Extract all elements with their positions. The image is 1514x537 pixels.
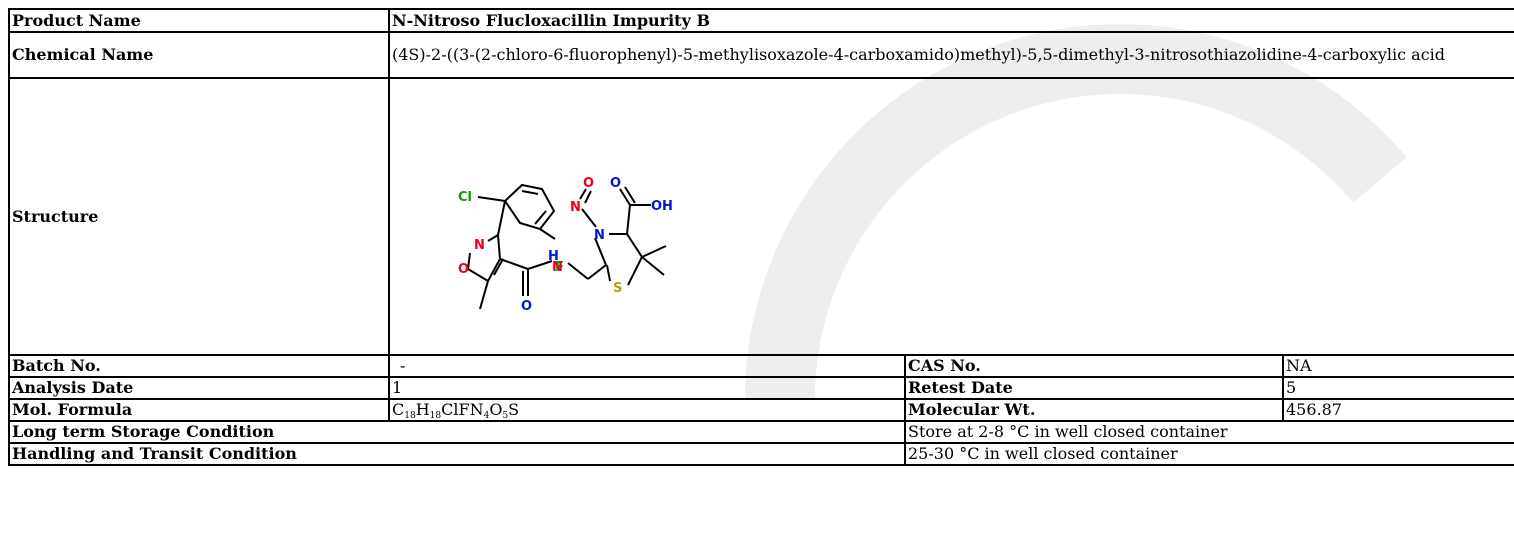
atom-oh: OH [651,199,673,214]
mol-formula-label: Mol. Formula [8,398,390,422]
formula-h-count: 18 [429,411,442,421]
coa-table: Product Name N-Nitroso Flucloxacillin Im… [8,8,1514,466]
molecular-wt-label: Molecular Wt. [904,398,1284,422]
row-chemical-name: Chemical Name (4S)-2-((3-(2-chloro-6-flu… [8,31,1514,79]
atom-o-acid: O [610,176,621,191]
formula-o: O [489,400,503,419]
row-batch-cas: Batch No. - CAS No. NA [8,354,1514,378]
chemical-name-value: (4S)-2-((3-(2-chloro-6-fluorophenyl)-5-m… [387,31,1514,79]
storage-label: Long term Storage Condition [8,420,906,444]
atom-o-amide: O [521,299,532,314]
molecular-wt-value: 456.87 [1281,398,1514,422]
retest-date-value: 5 [1281,376,1514,400]
row-handling: Handling and Transit Condition 25-30 °C … [8,442,1514,466]
formula-n-count: 4 [483,411,490,421]
cas-no-label: CAS No. [904,354,1284,378]
row-structure: Structure [8,77,1514,356]
structure-image: Cl F N O H N O O N N S O OH [458,176,673,314]
handling-label: Handling and Transit Condition [8,442,906,466]
atom-cl: Cl [458,190,472,205]
structure-label: Structure [8,77,390,356]
formula-c: C [392,400,405,419]
row-product-name: Product Name N-Nitroso Flucloxacillin Im… [8,8,1514,33]
row-storage: Long term Storage Condition Store at 2-8… [8,420,1514,444]
mol-formula-value: C18H18ClFN4O5S [388,398,906,422]
atom-n-nitroso: N [570,200,581,215]
formula-h: H [415,400,430,419]
product-name-label: Product Name [8,8,390,33]
formula-clfn: ClFN [441,400,484,419]
storage-value: Store at 2-8 °C in well closed container [903,420,1514,444]
atom-n-ring: N [594,228,605,243]
formula-s: S [508,400,520,419]
formula-c-count: 18 [404,411,416,421]
product-name-value: N-Nitroso Flucloxacillin Impurity B [387,8,1514,33]
batch-no-label: Batch No. [8,354,390,378]
atom-s: S [613,281,622,296]
atom-o-nitroso: O [583,176,594,191]
atom-f: F [555,260,564,275]
formula-o-count: 5 [502,411,509,421]
atom-h-amide: H [548,249,559,264]
row-dates: Analysis Date 1 Retest Date 5 [8,376,1514,400]
cas-no-value: NA [1281,354,1514,378]
row-formula-weight: Mol. Formula C18H18ClFN4O5S Molecular Wt… [8,398,1514,422]
batch-no-value: - [388,354,906,378]
analysis-date-value: 1 [388,376,906,400]
structure-cell: Cl F N O H N O O N N S O OH [387,77,1514,356]
atom-n-isoxazole: N [474,238,485,253]
chemical-name-label: Chemical Name [8,31,390,79]
atom-n-amide: N [552,260,563,275]
atom-o-isoxazole: O [458,262,469,277]
analysis-date-label: Analysis Date [8,376,390,400]
retest-date-label: Retest Date [904,376,1284,400]
handling-value: 25-30 °C in well closed container [903,442,1514,466]
